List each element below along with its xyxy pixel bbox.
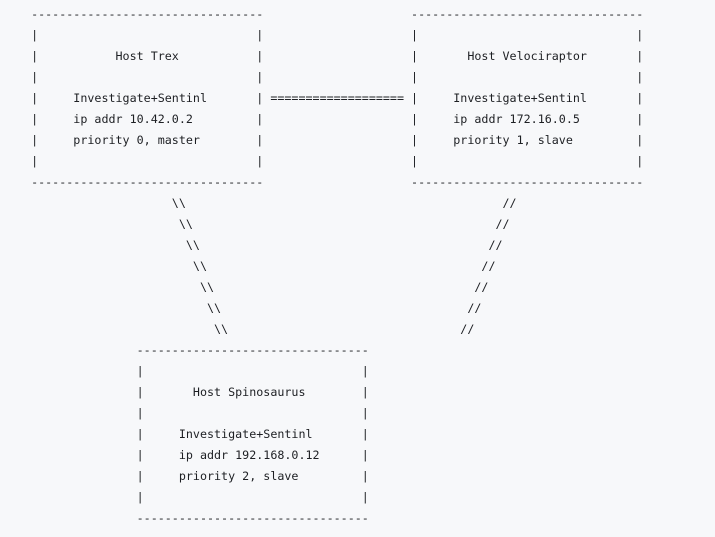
network-topology-ascii-art: --------------------------------- ------… (31, 7, 644, 525)
